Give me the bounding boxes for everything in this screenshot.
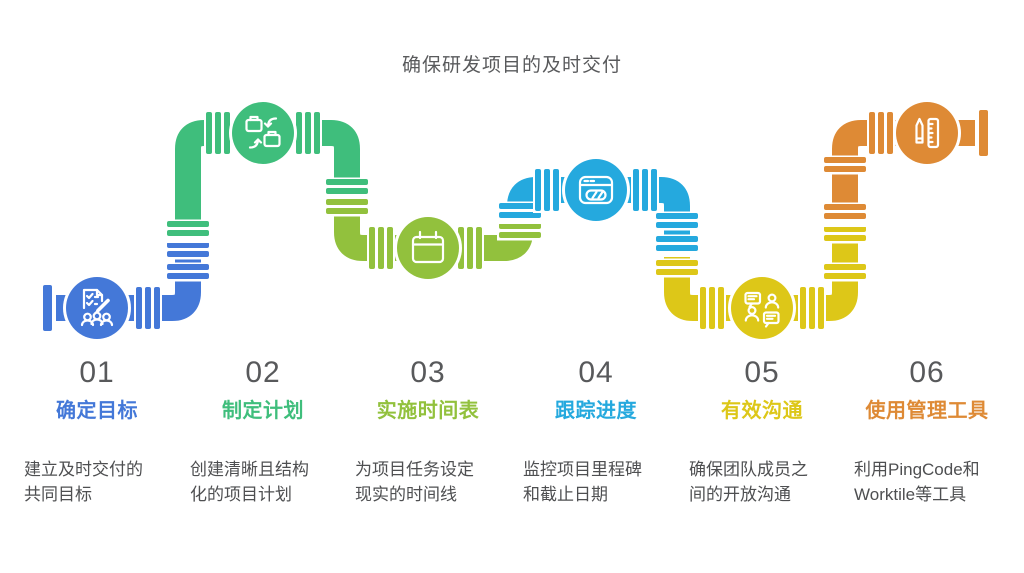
step-description: 利用PingCode和Worktile等工具 — [854, 460, 980, 504]
pipe-flange — [822, 224, 868, 282]
pipe-flange — [654, 258, 700, 278]
pipe-flange — [367, 225, 395, 271]
pipe-flange — [165, 240, 211, 282]
step-label: 有效沟通 — [721, 400, 803, 422]
pipe-segment-3 — [324, 194, 543, 282]
pipe-joint-gap — [326, 194, 368, 200]
diagram-title: 确保研发项目的及时交付 — [401, 55, 622, 76]
step-description: 确保团队成员之间的开放沟通 — [689, 460, 808, 504]
step-label: 制定计划 — [222, 400, 304, 422]
step-column-1: 01 确定目标 建立及时交付的共同目标 — [14, 355, 180, 507]
people-chat-icon — [744, 291, 780, 328]
step-column-5: 05 有效沟通 确保团队成员之间的开放沟通 — [679, 355, 845, 507]
pipe-segment-2 — [165, 99, 370, 243]
briefcase-exchange-icon — [245, 115, 281, 149]
pipe-flange — [134, 285, 162, 331]
step-number: 03 — [410, 356, 446, 389]
step-label: 使用管理工具 — [865, 400, 989, 422]
step-label: 确定目标 — [56, 400, 138, 422]
pipe-segment-6 — [822, 99, 988, 227]
pipe-joint-gap — [499, 218, 541, 224]
pipe-flange — [631, 167, 659, 213]
step-number: 02 — [245, 356, 281, 389]
pipe-flange — [798, 285, 826, 331]
pipe-flange — [165, 219, 211, 239]
pipe-flange — [698, 285, 726, 331]
pipe-flange — [867, 110, 895, 156]
step-node-circle — [232, 102, 294, 164]
step-column-2: 02 制定计划 创建清晰且结构化的项目计划 — [180, 355, 346, 507]
step-node-circle — [896, 102, 958, 164]
step-label: 跟踪进度 — [555, 400, 637, 422]
pipe-joint-gap — [824, 221, 866, 227]
pipe-flange — [654, 211, 700, 254]
checklist-team-icon — [80, 288, 114, 327]
step-column-6: 06 使用管理工具 利用PingCode和Worktile等工具 — [844, 355, 1010, 507]
pipe-flange — [204, 110, 232, 156]
step-description: 建立及时交付的共同目标 — [24, 460, 143, 504]
pipe-flange — [497, 221, 543, 241]
pipe-endcap-left — [43, 285, 52, 331]
pipe-joint-gap — [656, 251, 698, 257]
pipe-flange — [324, 197, 370, 217]
pipe-segment-1 — [43, 240, 211, 342]
step-column-3: 03 实施时间表 为项目任务设定现实的时间线 — [345, 355, 511, 507]
pipe-flange — [324, 177, 370, 197]
pipe-flange — [533, 167, 561, 213]
pipe-joint-gap — [167, 237, 209, 243]
step-number: 04 — [578, 356, 614, 389]
pipe-flange — [822, 155, 868, 222]
step-node-circle — [66, 277, 128, 339]
step-node-circle — [731, 277, 793, 339]
step-description: 创建清晰且结构化的项目计划 — [190, 460, 309, 504]
step-description: 为项目任务设定现实的时间线 — [355, 460, 474, 504]
step-node-circle — [397, 217, 459, 279]
pencil-ruler-icon — [915, 117, 940, 149]
progress-window-icon — [578, 175, 614, 205]
step-label: 实施时间表 — [376, 400, 480, 422]
calendar-icon — [411, 230, 445, 264]
step-number: 05 — [744, 356, 780, 389]
pipe-endcap-right — [979, 110, 988, 156]
step-number: 06 — [909, 356, 945, 389]
pipe-flange — [294, 110, 322, 156]
pipe-segment-5 — [654, 224, 868, 342]
step-number: 01 — [79, 356, 115, 389]
pipe-flange — [497, 201, 543, 221]
step-column-4: 04 跟踪进度 监控项目里程碑和截止日期 — [513, 355, 679, 507]
pipe-segment-4 — [497, 156, 700, 254]
step-description: 监控项目里程碑和截止日期 — [523, 460, 642, 504]
